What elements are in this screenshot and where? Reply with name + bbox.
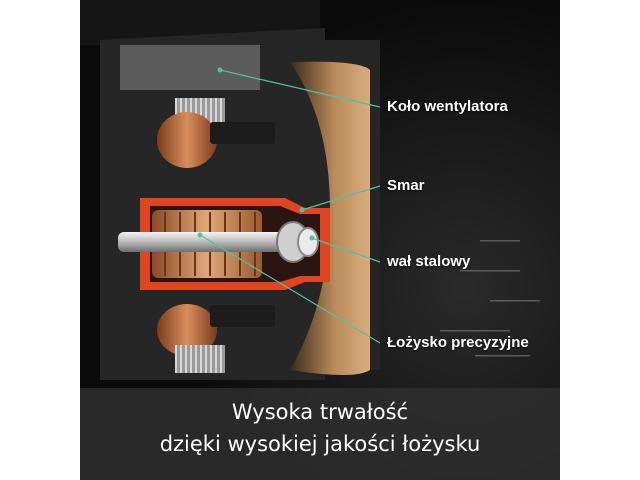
leader-fan-wheel (219, 69, 381, 108)
leader-dot-grease (299, 207, 305, 213)
fan-cross-section-panel: Koło wentylatora Smar wał stalowy Łożysk… (80, 0, 560, 480)
background-speckles (440, 240, 540, 357)
callout-steel-shaft: wał stalowy (387, 253, 471, 270)
leader-steel-shaft (311, 237, 381, 263)
caption-line-1: Wysoka trwałość (231, 400, 409, 424)
shaft-tip (297, 227, 319, 257)
stator-fins-bottom (175, 345, 225, 373)
callout-grease: Smar (387, 177, 425, 194)
caption-line-2: dzięki wysokiej jakości łożysku (159, 432, 481, 456)
coil-connector-top (210, 122, 275, 144)
callout-fan-wheel: Koło wentylatora (387, 98, 508, 115)
caption-band: Wysoka trwałość dzięki wysokiej jakości … (80, 388, 560, 480)
coil-connector-bottom (210, 305, 275, 327)
stator-coil-top (157, 112, 217, 168)
leader-grease (301, 185, 381, 211)
leader-dot-steel-shaft (309, 235, 315, 241)
leader-dot-precision-bearing (197, 232, 203, 238)
leader-dot-fan-wheel (217, 67, 223, 73)
leader-precision-bearing (199, 234, 381, 344)
stator-coil-bottom (157, 304, 217, 356)
steel-shaft (118, 232, 318, 252)
fan-wheel-hub (120, 45, 260, 90)
callout-leaders (197, 67, 381, 344)
callout-precision-bearing: Łożysko precyzyjne (387, 334, 529, 351)
